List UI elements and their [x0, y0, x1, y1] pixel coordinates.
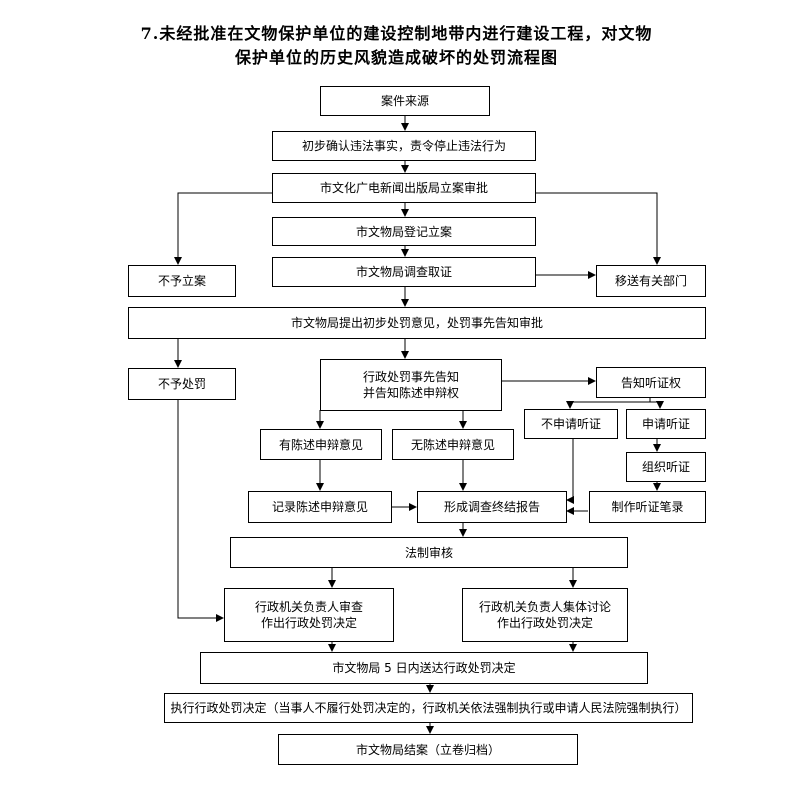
- diagram-title-line1: 7.未经批准在文物保护单位的建设控制地带内进行建设工程，对文物: [140, 24, 653, 43]
- bureau-review-box: 市文化广电新闻出版局立案审批: [272, 173, 536, 203]
- has-statement-box: 有陈述申辩意见: [260, 429, 382, 460]
- leader-review-line2: 作出行政处罚决定: [260, 616, 357, 630]
- collective-discussion-line1: 行政机关负责人集体讨论: [478, 600, 611, 614]
- no-hearing-request-box: 不申请听证: [524, 409, 618, 439]
- legal-review-box: 法制审核: [230, 537, 628, 568]
- transfer-box: 移送有关部门: [596, 265, 706, 297]
- final-report-box: 形成调查终结报告: [417, 491, 567, 523]
- collective-discussion-box: 行政机关负责人集体讨论 作出行政处罚决定: [462, 588, 628, 642]
- leader-review-line1: 行政机关负责人审查: [254, 600, 363, 614]
- preliminary-opinion-box: 市文物局提出初步处罚意见，处罚事先告知审批: [128, 307, 706, 339]
- register-case-box: 市文物局登记立案: [272, 217, 536, 246]
- no-statement-box: 无陈述申辩意见: [392, 429, 514, 460]
- prior-notice-box: 行政处罚事先告知 并告知陈述申辩权: [320, 359, 502, 411]
- diagram-title-line2: 保护单位的历史风貌造成破坏的处罚流程图: [234, 48, 558, 67]
- not-register-box: 不予立案: [128, 265, 236, 297]
- case-source-box: 案件来源: [320, 86, 490, 116]
- execute-decision-box: 执行行政处罚决定（当事人不履行处罚决定的，行政机关依法强制执行或申请人民法院强制…: [164, 693, 693, 723]
- record-statement-box: 记录陈述申辩意见: [248, 491, 392, 523]
- prior-notice-line2: 并告知陈述申辩权: [362, 386, 459, 400]
- investigate-box: 市文物局调查取证: [272, 257, 536, 287]
- hearing-record-box: 制作听证笔录: [589, 491, 706, 523]
- close-case-box: 市文物局结案（立卷归档）: [278, 734, 578, 765]
- hearing-request-box: 申请听证: [626, 409, 706, 439]
- initial-confirm-box: 初步确认违法事实，责令停止违法行为: [272, 131, 536, 161]
- no-penalty-box: 不予处罚: [128, 368, 236, 400]
- deliver-decision-box: 市文物局 5 日内送达行政处罚决定: [200, 652, 648, 684]
- organize-hearing-box: 组织听证: [626, 452, 706, 482]
- collective-discussion-line2: 作出行政处罚决定: [496, 616, 593, 630]
- prior-notice-line1: 行政处罚事先告知: [362, 370, 459, 384]
- leader-review-box: 行政机关负责人审查 作出行政处罚决定: [224, 588, 394, 642]
- hearing-right-box: 告知听证权: [596, 367, 706, 398]
